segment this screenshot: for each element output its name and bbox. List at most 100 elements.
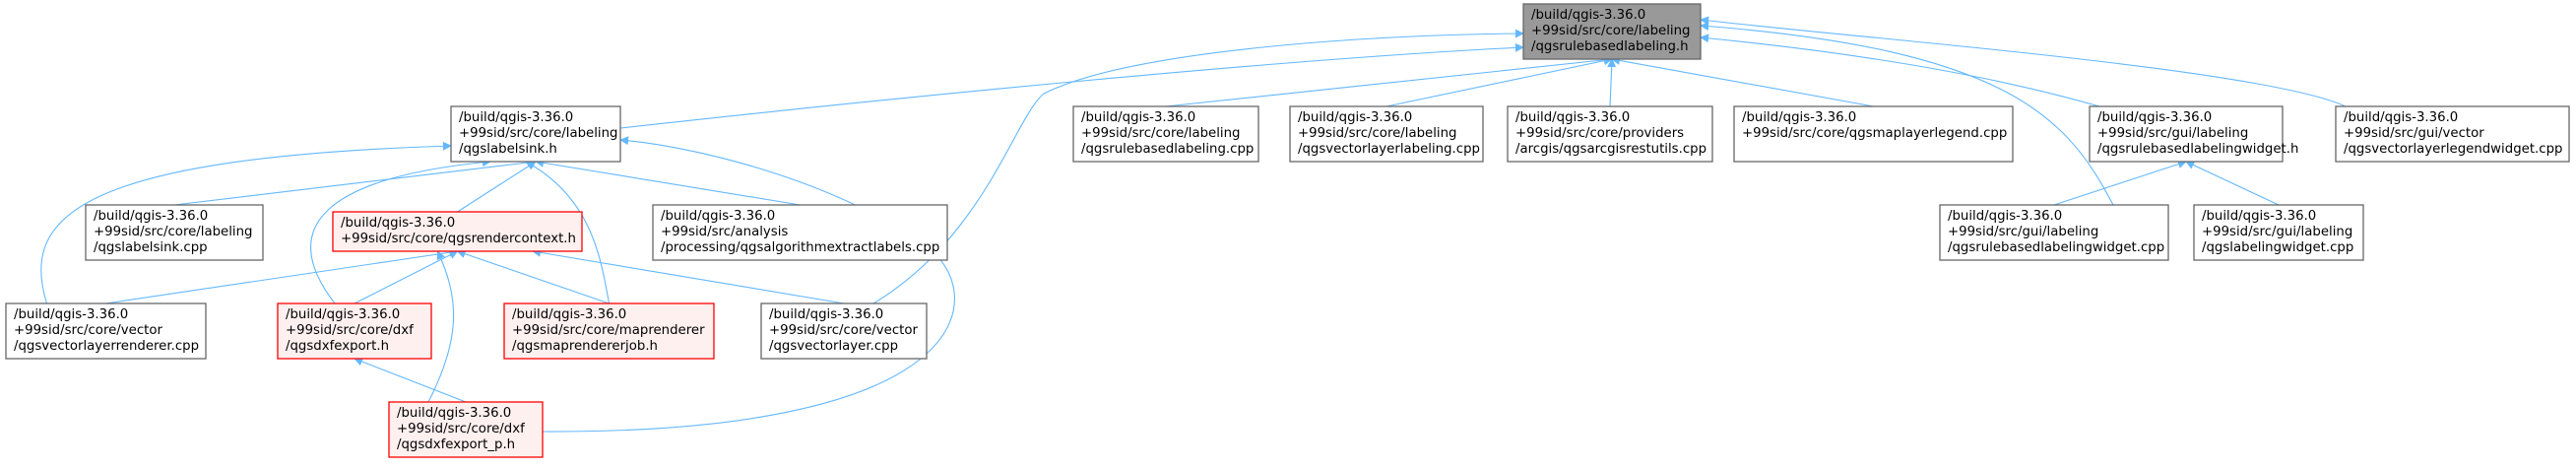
node-label-line: +99sid/src/core/labeling	[1081, 126, 1241, 141]
node-label-line: /qgsrulebasedlabelingwidget.h	[2097, 142, 2298, 157]
node-label-line: /build/qgis-3.36.0	[94, 209, 208, 224]
node-n16[interactable]: /build/qgis-3.36.0+99sid/src/core/vector…	[760, 302, 928, 360]
node-box[interactable]	[2193, 204, 2364, 261]
node-n2[interactable]: /build/qgis-3.36.0+99sid/src/core/labeli…	[1072, 105, 1259, 163]
nodes-layer: /build/qgis-3.36.0+99sid/src/core/labeli…	[5, 3, 2570, 458]
node-n14[interactable]: /build/qgis-3.36.0+99sid/src/core/dxf/qg…	[277, 302, 432, 360]
node-label-line: +99sid/src/gui/vector	[2344, 126, 2484, 141]
edge-n17-to-n14	[354, 357, 467, 403]
node-box[interactable]	[1072, 105, 1259, 163]
node-box[interactable]	[1522, 3, 1702, 60]
node-label-line: +99sid/src/core/providers	[1515, 126, 1684, 141]
node-label-line: +99sid/src/analysis	[661, 225, 788, 239]
edge-n15-to-n9	[456, 249, 610, 304]
node-n15[interactable]: /build/qgis-3.36.0+99sid/src/core/mapren…	[503, 302, 715, 360]
node-n8[interactable]: /build/qgis-3.36.0+99sid/src/core/labeli…	[85, 204, 264, 261]
node-label-line: /qgsrulebasedlabeling.cpp	[1081, 142, 1254, 157]
node-box[interactable]	[388, 401, 544, 458]
edge-n5-to-n0	[1611, 56, 1874, 107]
edge-n13-to-n1	[40, 141, 452, 304]
node-label-line: /qgslabelsink.h	[459, 142, 557, 157]
node-box[interactable]	[1939, 204, 2169, 261]
node-n13[interactable]: /build/qgis-3.36.0+99sid/src/core/vector…	[5, 302, 207, 360]
node-n4[interactable]: /build/qgis-3.36.0+99sid/src/core/provid…	[1507, 105, 1713, 163]
edge-n4-to-n0	[1607, 58, 1617, 107]
edge-n13-to-n9	[105, 247, 459, 304]
node-label-line: /build/qgis-3.36.0	[2097, 110, 2212, 125]
node-label-line: /build/qgis-3.36.0	[1081, 110, 1195, 125]
node-n3[interactable]: /build/qgis-3.36.0+99sid/src/core/labeli…	[1289, 105, 1484, 163]
node-box[interactable]	[450, 105, 621, 163]
node-label-line: /build/qgis-3.36.0	[459, 110, 573, 125]
node-label-line: /build/qgis-3.36.0	[1742, 110, 1856, 125]
node-label-line: /build/qgis-3.36.0	[1298, 110, 1412, 125]
node-label-line: /build/qgis-3.36.0	[341, 216, 455, 231]
node-n12[interactable]: /build/qgis-3.36.0+99sid/src/gui/labelin…	[2193, 204, 2364, 261]
node-n1[interactable]: /build/qgis-3.36.0+99sid/src/core/labeli…	[450, 105, 621, 163]
edge-n15-to-n1	[525, 161, 611, 304]
node-label-line: /qgsdxfexport_p.h	[397, 437, 515, 452]
node-label-line: +99sid/src/gui/labeling	[2202, 225, 2352, 239]
node-label-line: +99sid/src/core/vector	[769, 323, 918, 338]
node-label-line: /build/qgis-3.36.0	[769, 307, 883, 322]
node-label-line: +99sid/src/core/maprenderer	[512, 323, 705, 338]
node-label-line: /build/qgis-3.36.0	[2344, 110, 2458, 125]
edge-n10-to-n1	[535, 158, 801, 206]
node-label-line: +99sid/src/core/dxf	[286, 323, 414, 338]
node-label-line: +99sid/src/core/labeling	[1531, 24, 1691, 38]
node-label-line: +99sid/src/gui/labeling	[2097, 126, 2248, 141]
node-box[interactable]	[1289, 105, 1484, 163]
node-n6[interactable]: /build/qgis-3.36.0+99sid/src/gui/labelin…	[2089, 105, 2298, 163]
edge-n1-to-n0	[619, 42, 1524, 129]
node-n10[interactable]: /build/qgis-3.36.0+99sid/src/analysis/pr…	[652, 204, 948, 261]
node-box[interactable]	[5, 302, 207, 360]
node-n5[interactable]: /build/qgis-3.36.0+99sid/src/core/qgsmap…	[1733, 105, 2014, 163]
node-box[interactable]	[503, 302, 715, 360]
edge-n9-to-n1	[457, 161, 537, 213]
edge-n16-to-n9	[532, 247, 845, 304]
node-label-line: /qgsvectorlayerlegendwidget.cpp	[2344, 142, 2562, 157]
node-box[interactable]	[332, 211, 583, 252]
node-label-line: /processing/qgsalgorithmextractlabels.cp…	[661, 240, 939, 255]
edge-n11-to-n6	[2053, 160, 2187, 206]
node-label-line: +99sid/src/gui/labeling	[1948, 225, 2098, 239]
node-label-line: +99sid/src/core/labeling	[1298, 126, 1457, 141]
node-label-line: /arcgis/qgsarcgisrestutils.cpp	[1515, 142, 1707, 157]
node-label-line: +99sid/src/core/dxf	[397, 422, 525, 436]
node-n9[interactable]: /build/qgis-3.36.0+99sid/src/core/qgsren…	[332, 211, 583, 252]
edge-n3-to-n0	[1385, 56, 1613, 107]
node-box[interactable]	[1507, 105, 1713, 163]
node-label-line: +99sid/src/core/labeling	[94, 225, 253, 239]
node-label-line: +99sid/src/core/qgsmaplayerlegend.cpp	[1742, 126, 2007, 141]
node-box[interactable]	[2335, 105, 2570, 163]
node-box[interactable]	[2089, 105, 2284, 163]
node-box[interactable]	[652, 204, 948, 261]
node-label-line: /qgslabelingwidget.cpp	[2202, 240, 2353, 255]
node-box[interactable]	[277, 302, 432, 360]
node-label-line: /build/qgis-3.36.0	[1515, 110, 1630, 125]
node-n17[interactable]: /build/qgis-3.36.0+99sid/src/core/dxf/qg…	[388, 401, 544, 458]
edge-n8-to-n1	[173, 158, 537, 206]
node-label-line: +99sid/src/core/vector	[14, 323, 162, 338]
node-label-line: /qgsrulebasedlabeling.h	[1531, 39, 1689, 54]
node-box[interactable]	[760, 302, 928, 360]
node-label-line: /qgsvectorlayerlabeling.cpp	[1298, 142, 1480, 157]
node-label-line: /build/qgis-3.36.0	[397, 406, 511, 421]
node-box[interactable]	[1733, 105, 2014, 163]
node-label-line: /build/qgis-3.36.0	[286, 307, 400, 322]
node-n0[interactable]: /build/qgis-3.36.0+99sid/src/core/labeli…	[1522, 3, 1702, 60]
node-label-line: +99sid/src/core/labeling	[459, 126, 618, 141]
node-label-line: /build/qgis-3.36.0	[14, 307, 128, 322]
edges-layer	[40, 16, 2347, 433]
node-label-line: /build/qgis-3.36.0	[2202, 209, 2316, 224]
edge-n7-to-n0	[1700, 16, 2347, 107]
node-n11[interactable]: /build/qgis-3.36.0+99sid/src/gui/labelin…	[1939, 204, 2169, 261]
node-label-line: /qgsrulebasedlabelingwidget.cpp	[1948, 240, 2164, 255]
edge-n6-to-n0	[1700, 34, 2100, 107]
node-box[interactable]	[85, 204, 264, 261]
node-label-line: /qgsvectorlayerrenderer.cpp	[14, 339, 199, 354]
node-label-line: /qgslabelsink.cpp	[94, 240, 208, 255]
node-n7[interactable]: /build/qgis-3.36.0+99sid/src/gui/vector/…	[2335, 105, 2570, 163]
node-label-line: /build/qgis-3.36.0	[661, 209, 775, 224]
